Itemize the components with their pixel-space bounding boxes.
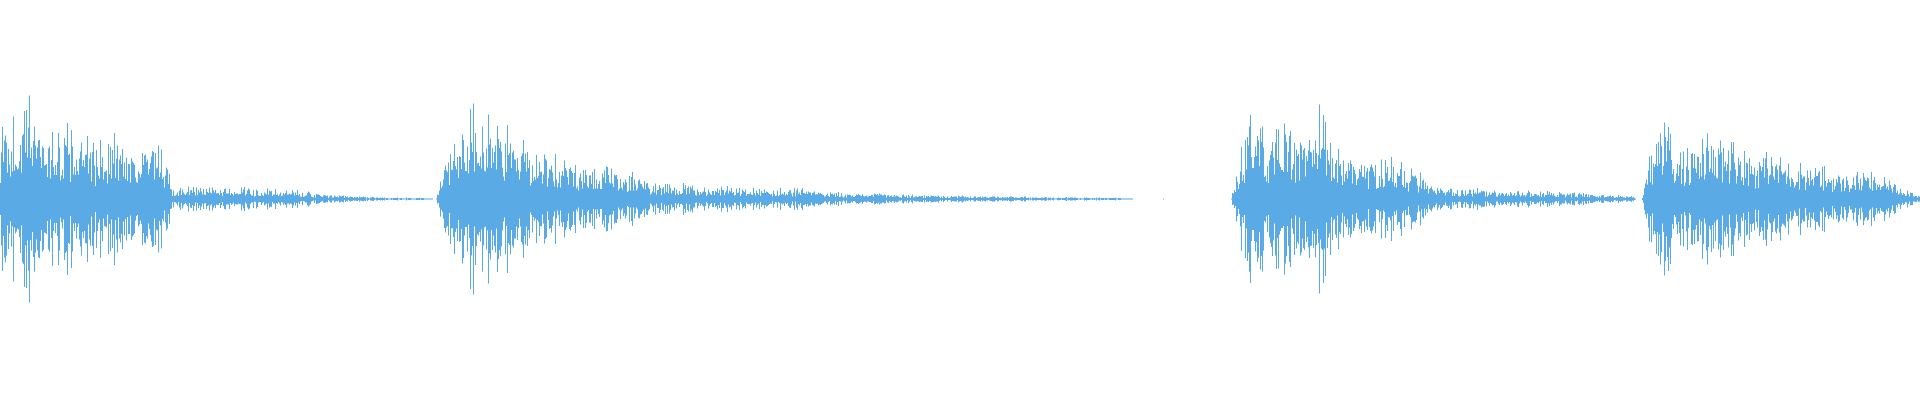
waveform-segment-1 bbox=[0, 95, 433, 303]
waveform-segment-4 bbox=[1642, 122, 1920, 276]
waveform-segment-3 bbox=[1231, 104, 1636, 294]
waveform-segment-2 bbox=[436, 103, 1133, 295]
